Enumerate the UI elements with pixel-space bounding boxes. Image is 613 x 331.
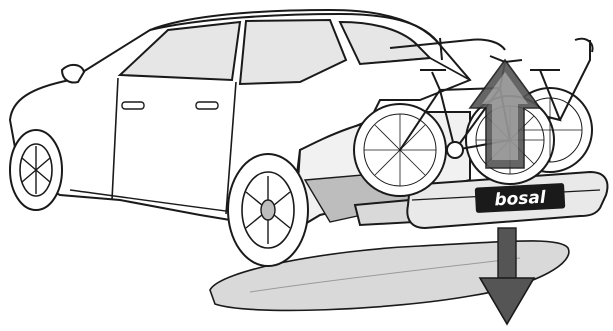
front-wheel [10,130,62,210]
rear-wheel [228,154,308,266]
brand-label: bosal [494,188,547,211]
